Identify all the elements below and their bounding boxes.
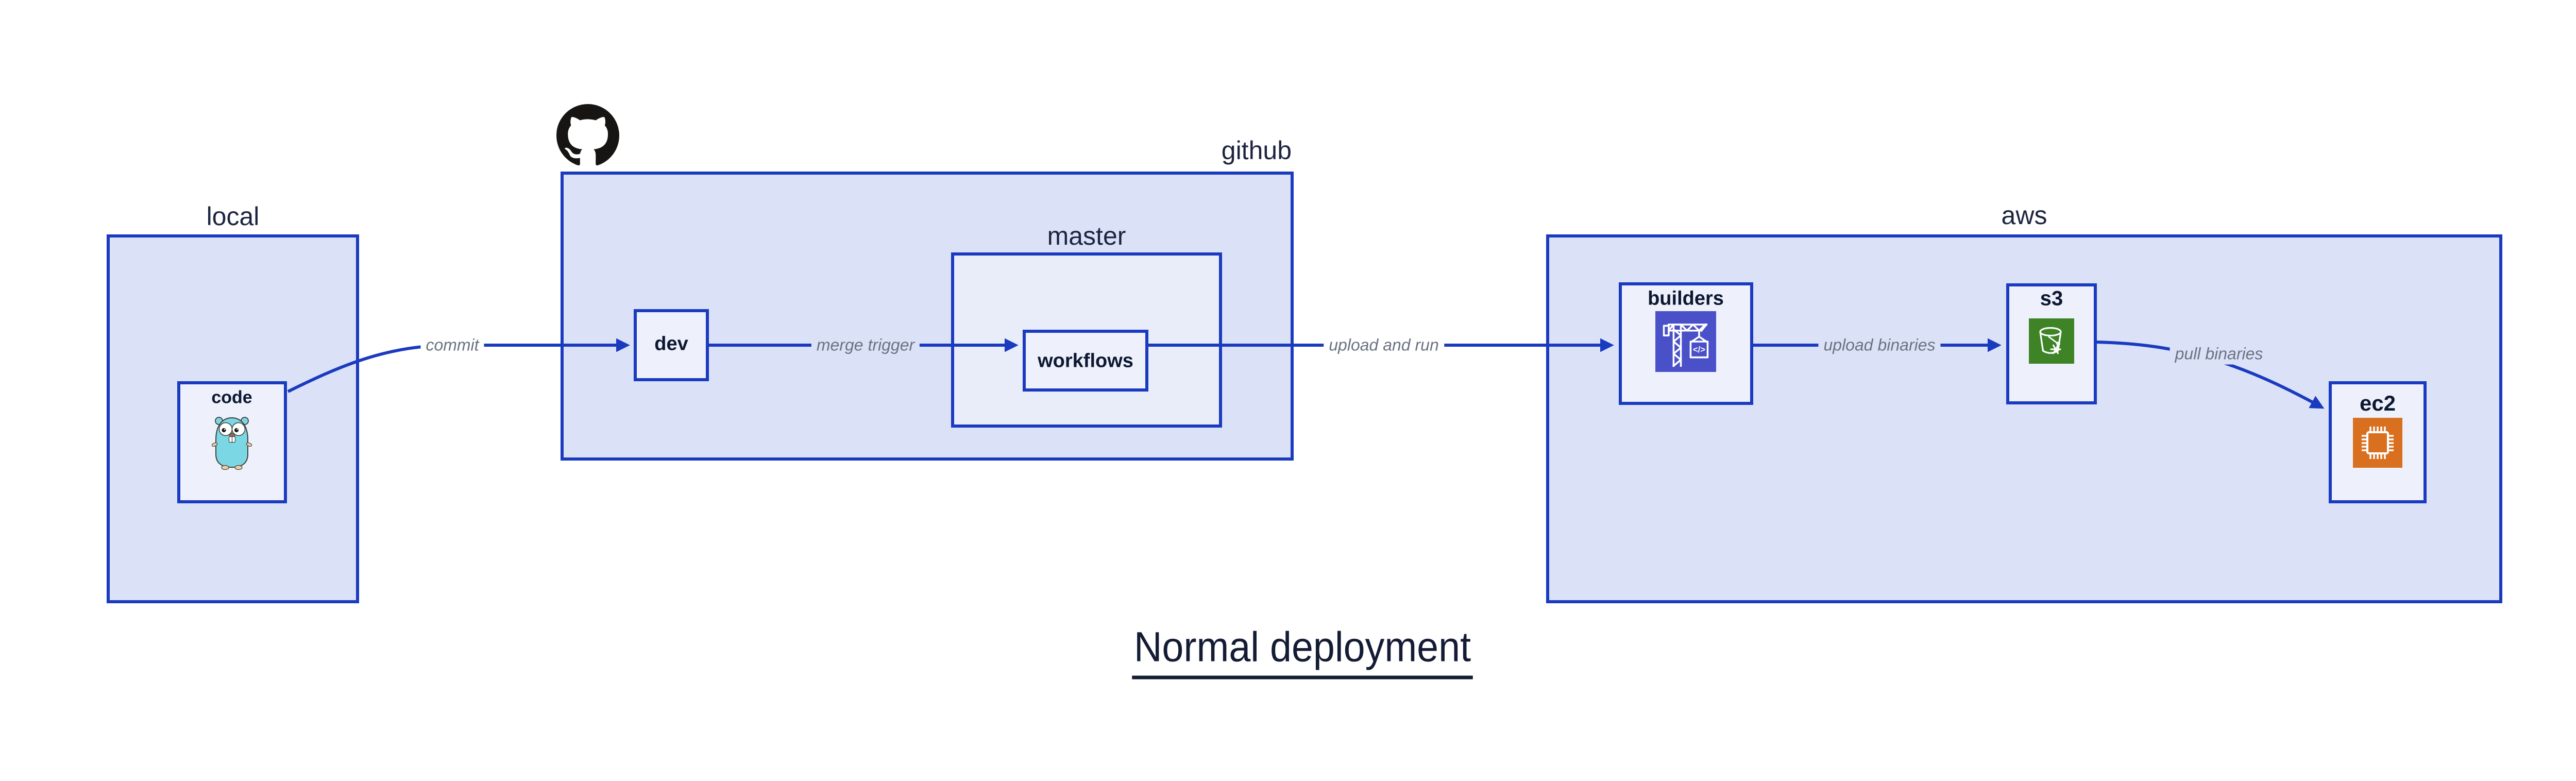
diagram-caption: Normal deployment — [1132, 623, 1473, 680]
builders-node-label: builders — [1648, 287, 1724, 310]
edge-label-upload-binaries: upload binaries — [1818, 334, 1941, 356]
builders-node-box — [1619, 282, 1753, 405]
go-gopher-icon — [211, 415, 252, 470]
s3-node-label: s3 — [2040, 287, 2063, 310]
workflows-node-box — [1023, 330, 1148, 392]
code-node-label: code — [211, 387, 252, 408]
ec2-chip-icon — [2353, 418, 2402, 468]
ec2-node-label: ec2 — [2359, 391, 2396, 415]
workflows-node-label: workflows — [1038, 350, 1133, 372]
edge-label-merge-trigger: merge trigger — [811, 334, 920, 356]
edge-label-commit: commit — [420, 334, 484, 356]
s3-bucket-icon — [2029, 318, 2074, 364]
master-group-title: master — [1047, 222, 1126, 250]
dev-node-box — [634, 309, 709, 381]
local-group-title: local — [206, 202, 260, 231]
github-octocat-icon — [556, 104, 619, 167]
builders-code-glyph: </> — [1693, 345, 1705, 354]
github-group-title: github — [1221, 136, 1292, 165]
aws-group-title: aws — [2001, 201, 2047, 230]
dev-node-label: dev — [654, 333, 688, 355]
edge-label-upload-and-run: upload and run — [1324, 334, 1444, 356]
edge-label-pull-binaries: pull binaries — [2170, 343, 2268, 365]
codebuild-crane-icon: </> — [1655, 311, 1716, 372]
